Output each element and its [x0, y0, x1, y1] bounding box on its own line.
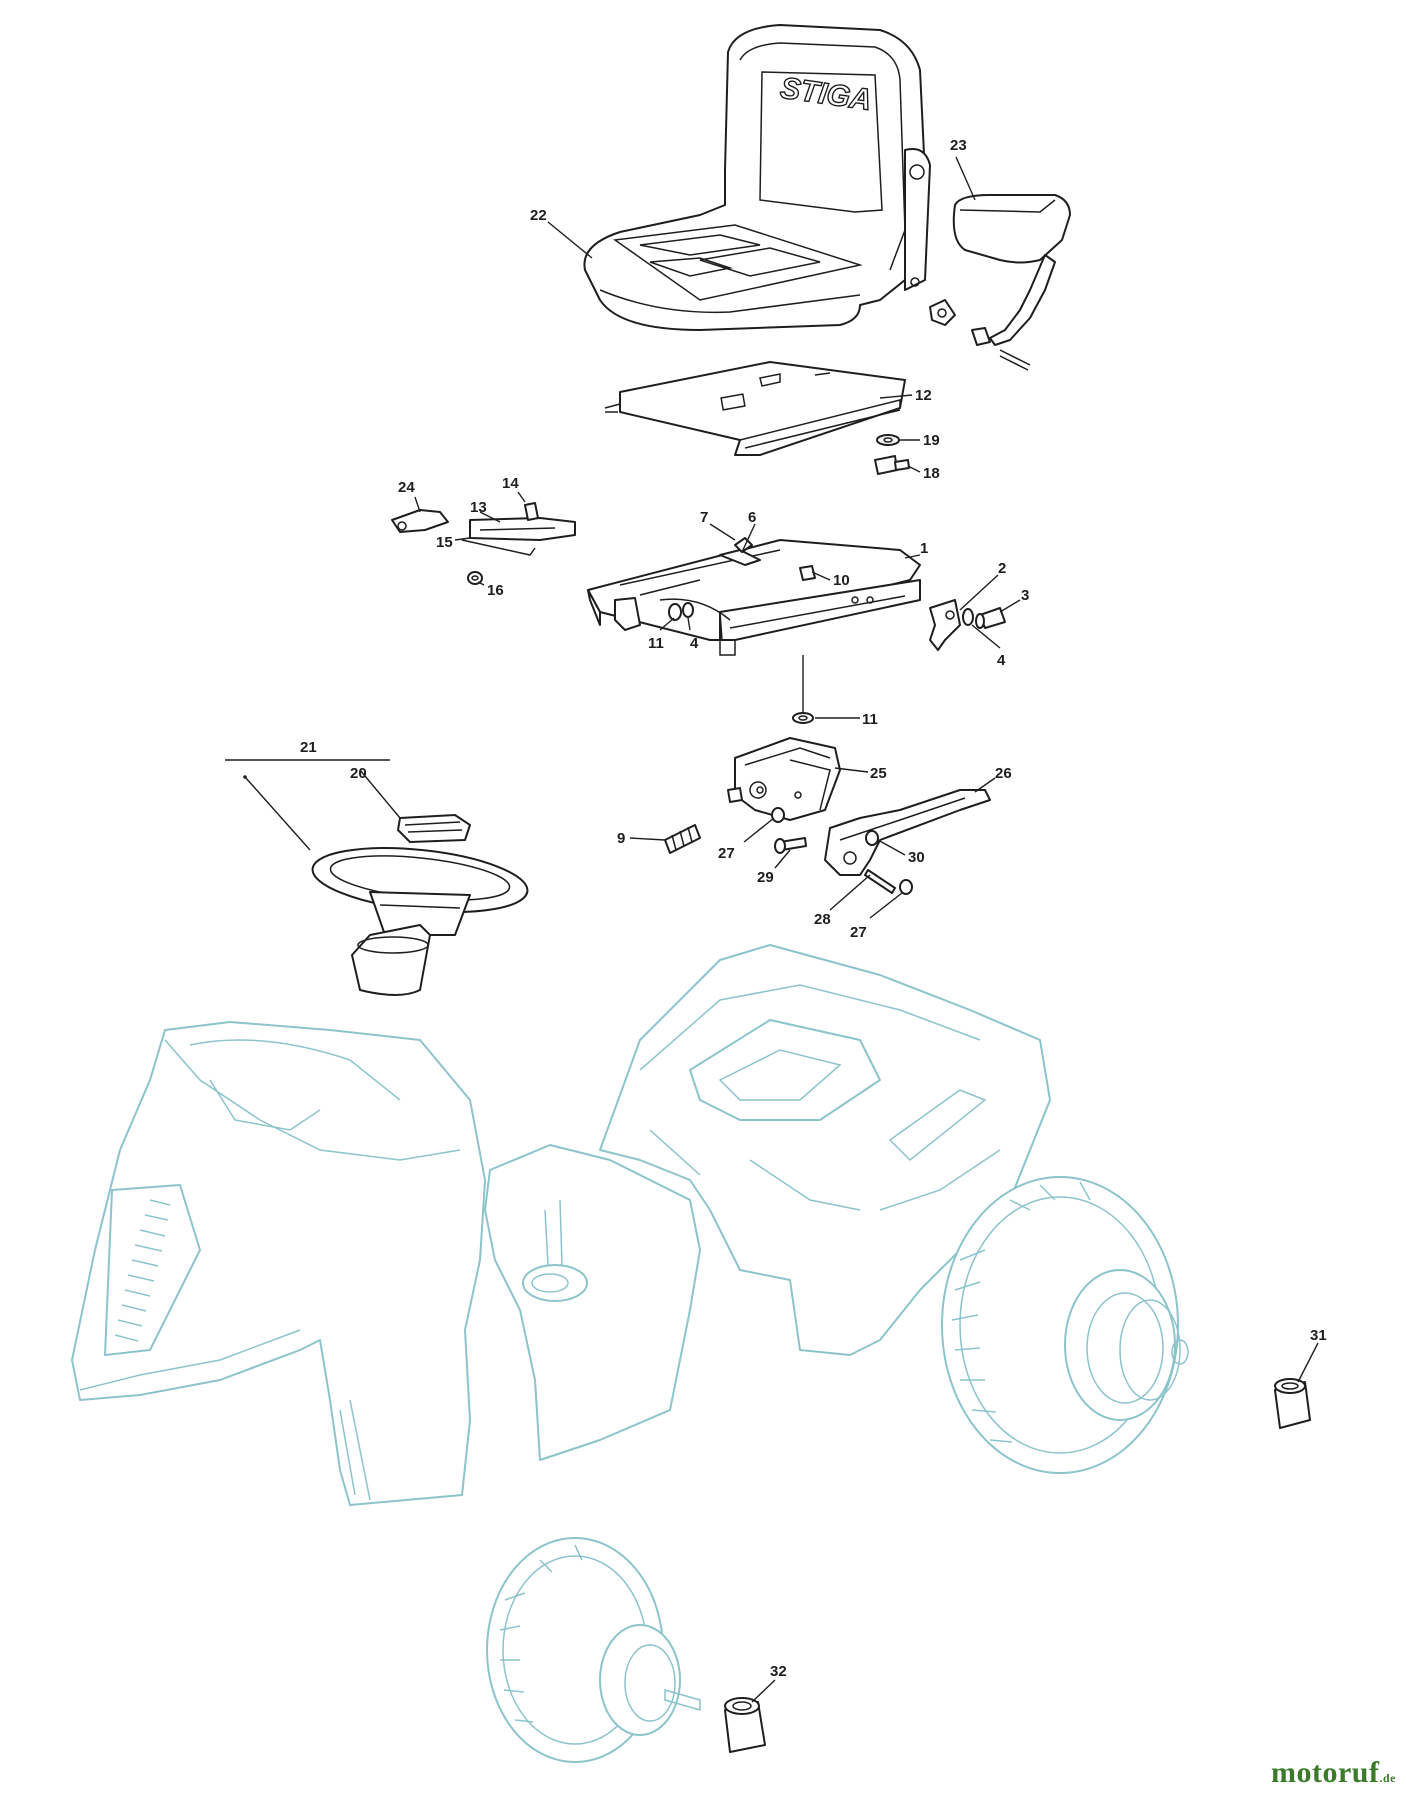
watermark-logo: motoruf.de: [1271, 1756, 1396, 1790]
nut-27-lower: [899, 879, 913, 895]
callout-4-frame: 4: [690, 635, 699, 652]
washer-19: [876, 434, 900, 446]
callout-3: 3: [1021, 587, 1029, 604]
callout-16: 16: [487, 582, 504, 599]
callout-13: 13: [470, 499, 487, 516]
callout-18: 18: [923, 465, 940, 482]
seat-latch-assembly: [391, 502, 576, 585]
watermark-tld: .de: [1379, 1771, 1396, 1785]
callout-10: 10: [833, 572, 850, 589]
watermark-name: motoruf: [1271, 1756, 1380, 1789]
callout-25: 25: [870, 765, 887, 782]
callout-19: 19: [923, 432, 940, 449]
callout-12: 12: [915, 387, 932, 404]
callout-28: 28: [814, 911, 831, 928]
part-callouts: 22 23 12 19 18 24 14 13 15 16 7 6 1 10 2…: [300, 137, 1327, 1680]
pin-28: [864, 869, 896, 894]
callout-29: 29: [757, 869, 774, 886]
nut-27-upper: [771, 807, 785, 823]
bolt-18: [874, 455, 910, 475]
bushing-31: [1274, 1378, 1311, 1429]
armrest: [929, 194, 1071, 371]
callout-6: 6: [748, 509, 756, 526]
callout-32: 32: [770, 1663, 787, 1680]
callout-27-upper: 27: [718, 845, 735, 862]
callout-2: 2: [998, 560, 1006, 577]
tractor-body-ghost: [71, 944, 1189, 1763]
screw-29: [774, 837, 807, 854]
callout-14: 14: [502, 475, 519, 492]
callout-24: 24: [398, 479, 415, 496]
washer-11-frame: [668, 603, 682, 621]
adjuster-bracket-25: [727, 737, 841, 821]
washer-4-bracket: [962, 608, 974, 626]
adjust-lever-26: [824, 789, 991, 876]
callout-15: 15: [436, 534, 453, 551]
callout-11-upper: 11: [648, 635, 664, 652]
callout-30: 30: [908, 849, 925, 866]
washer-4-frame: [682, 602, 694, 618]
callout-27-lower: 27: [850, 924, 867, 941]
steering-cap-20: [397, 814, 471, 843]
callout-26: 26: [995, 765, 1012, 782]
seat-plate: [604, 361, 906, 456]
leader-lines: [359, 156, 1319, 1703]
nut-30: [865, 830, 879, 846]
bushing-32: [724, 1697, 766, 1753]
callout-20: 20: [350, 765, 367, 782]
callout-9: 9: [617, 830, 625, 847]
callout-7: 7: [700, 509, 708, 526]
callout-31: 31: [1310, 1327, 1327, 1344]
washer-11-lower: [792, 712, 814, 724]
callout-11-lower: 11: [862, 711, 878, 728]
steering-wheel-assembly: [225, 759, 529, 996]
bracket-2: [929, 599, 961, 651]
vent-grille: [104, 1184, 201, 1356]
callout-21: 21: [300, 739, 317, 756]
bolt-3: [975, 607, 1006, 629]
callout-4-bracket: 4: [997, 652, 1006, 669]
rear-wheel-ghost: [941, 1176, 1189, 1474]
seat: STIGA: [583, 24, 931, 331]
seat-slide-frame: [587, 537, 921, 656]
callout-1: 1: [920, 540, 928, 557]
front-wheel-ghost: [486, 1537, 701, 1763]
callout-22: 22: [530, 207, 547, 224]
spring-9: [664, 824, 701, 854]
callout-23: 23: [950, 137, 967, 154]
